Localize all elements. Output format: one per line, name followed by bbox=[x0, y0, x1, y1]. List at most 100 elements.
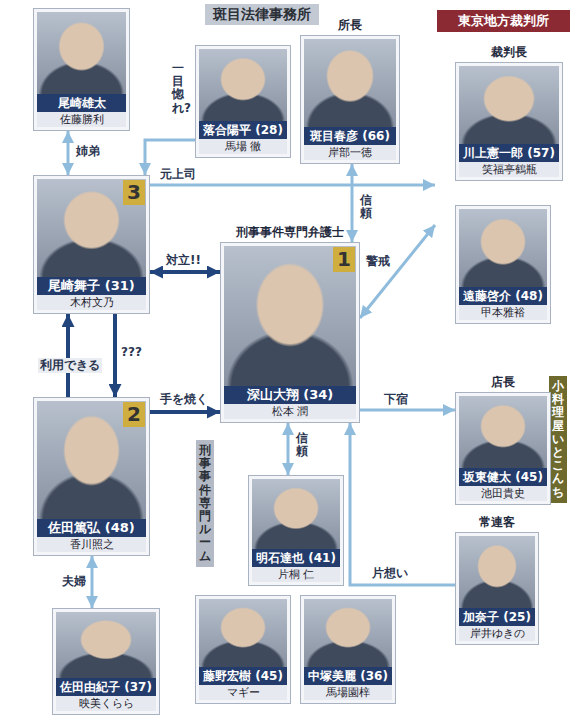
relation-arrow bbox=[150, 410, 220, 414]
portrait-photo bbox=[56, 612, 156, 678]
relation-label: 手を焼く bbox=[160, 392, 208, 407]
character-card: 藤野宏樹 (45) マギー bbox=[195, 595, 291, 704]
relation-arrow bbox=[113, 314, 117, 397]
character-name: 中塚美麗 (36) bbox=[308, 669, 388, 683]
actor-name: 木村文乃 bbox=[70, 296, 114, 309]
character-card: 3 尾崎舞子 (31) 木村文乃 bbox=[33, 175, 150, 314]
name-bar: 尾崎舞子 (31) bbox=[37, 277, 146, 295]
character-name: 落合陽平 (28) bbox=[203, 123, 283, 137]
character-card: 佐田由紀子 (37) 映美くらら bbox=[52, 608, 160, 715]
court-region: 東京地方裁判所裁判長川上憲一郎 (57)笑福亭鶴瓶遠藤啓介 (48) 甲本雅裕 bbox=[435, 8, 572, 345]
actor-name: 甲本雅裕 bbox=[481, 306, 525, 319]
character-name: 尾崎舞子 (31) bbox=[48, 278, 135, 293]
relation-arrow bbox=[150, 270, 220, 274]
relation-arrow bbox=[287, 423, 290, 475]
character-card: 遠藤啓介 (48) 甲本雅裕 bbox=[455, 205, 551, 324]
relation-arrow bbox=[66, 314, 70, 397]
callout-number: 2 bbox=[123, 402, 145, 427]
callout-number: 1 bbox=[333, 247, 355, 272]
actor-bar: 池田貴史 bbox=[459, 486, 547, 501]
portrait-photo bbox=[459, 536, 535, 608]
portrait-photo bbox=[459, 396, 547, 468]
actor-bar: 甲本雅裕 bbox=[459, 305, 547, 320]
character-card: 尾崎雄太佐藤勝利 bbox=[33, 8, 130, 131]
relation-label: 一目惚れ? bbox=[172, 62, 184, 115]
card-heading: 所長 bbox=[338, 17, 362, 34]
actor-name: 馬場園梓 bbox=[326, 686, 370, 699]
relation-label: 夫婦 bbox=[62, 574, 86, 589]
actor-name: 映美くらら bbox=[79, 697, 134, 710]
character-card: 常連客加奈子 (25)岸井ゆきの bbox=[455, 532, 539, 645]
actor-bar: 香川照之 bbox=[37, 537, 146, 552]
relation-label: 元上司 bbox=[160, 167, 196, 182]
card-heading: 店長 bbox=[491, 374, 515, 391]
character-name: 藤野宏樹 (45) bbox=[203, 669, 283, 683]
character-card: 刑事事件専門弁護士1深山大翔 (34)松本 潤 bbox=[220, 242, 360, 423]
relation-label: ??? bbox=[121, 345, 142, 360]
portrait-photo bbox=[252, 479, 340, 549]
character-name: 佐田由紀子 (37) bbox=[60, 680, 152, 694]
actor-name: 佐藤勝利 bbox=[60, 113, 104, 126]
relation-label: 警戒 bbox=[366, 254, 390, 269]
relation-label: 信頼 bbox=[296, 432, 308, 458]
name-bar: 遠藤啓介 (48) bbox=[459, 287, 547, 305]
callout-number: 3 bbox=[123, 180, 145, 205]
name-bar: 尾崎雄太 bbox=[37, 94, 126, 112]
region-shape bbox=[435, 8, 572, 345]
actor-bar: 映美くらら bbox=[56, 696, 156, 711]
actor-bar: 岸部一徳 bbox=[304, 145, 396, 160]
name-bar: 斑目春彦 (66) bbox=[304, 127, 396, 145]
relation-label: 信頼 bbox=[360, 194, 372, 220]
name-bar: 川上憲一郎 (57) bbox=[459, 144, 559, 162]
region-title: 刑事事件専門ルーム bbox=[196, 440, 214, 567]
portrait-photo bbox=[199, 49, 287, 121]
name-bar: 中塚美麗 (36) bbox=[304, 667, 392, 685]
card-heading: 裁判長 bbox=[491, 44, 527, 61]
portrait-photo bbox=[199, 599, 287, 667]
actor-name: 香川照之 bbox=[70, 538, 114, 551]
portrait-photo bbox=[459, 66, 559, 144]
actor-bar: 馬場園梓 bbox=[304, 685, 392, 700]
character-card: 2 佐田篤弘 (48)香川照之 bbox=[33, 397, 150, 556]
character-card: 落合陽平 (28) 馬場 徹 bbox=[195, 45, 291, 158]
portrait-photo bbox=[459, 209, 547, 287]
relation-label: 片想い bbox=[372, 566, 408, 581]
actor-name: 松本 潤 bbox=[272, 405, 309, 418]
region-title: 東京地方裁判所 bbox=[437, 10, 570, 32]
character-card: 中塚美麗 (36) 馬場園梓 bbox=[300, 595, 396, 704]
character-card: 明石達也 (41)片桐 仁 bbox=[248, 475, 344, 586]
region-title: 小料理屋いとこんち bbox=[549, 376, 567, 503]
relation-arrow bbox=[360, 409, 455, 412]
portrait-photo bbox=[304, 599, 392, 667]
character-card: 店長坂東健太 (45)池田貴史 bbox=[455, 392, 551, 505]
name-bar: 佐田篤弘 (48) bbox=[37, 519, 146, 537]
actor-name: 笑福亭鶴瓶 bbox=[482, 163, 537, 176]
relation-label: 姉弟 bbox=[76, 144, 100, 159]
name-bar: 坂東健太 (45) bbox=[459, 468, 547, 486]
region-shape bbox=[15, 0, 425, 718]
actor-name: 片桐 仁 bbox=[278, 568, 315, 581]
actor-name: マギー bbox=[227, 686, 260, 699]
name-bar: 落合陽平 (28) bbox=[199, 121, 287, 139]
name-bar: 佐田由紀子 (37) bbox=[56, 678, 156, 696]
character-name: 遠藤啓介 (48) bbox=[463, 289, 543, 303]
relation-arrow bbox=[360, 225, 435, 318]
character-name: 深山大翔 (34) bbox=[247, 387, 334, 402]
name-bar: 深山大翔 (34) bbox=[224, 386, 356, 404]
actor-bar: 佐藤勝利 bbox=[37, 112, 126, 127]
relation-label: 対立!! bbox=[166, 253, 201, 268]
card-heading: 刑事事件専門弁護士 bbox=[236, 224, 344, 241]
relation-arrow bbox=[91, 556, 94, 608]
portrait-photo bbox=[37, 12, 126, 94]
actor-name: 岸部一徳 bbox=[328, 146, 372, 159]
card-heading: 常連客 bbox=[479, 514, 515, 531]
region-shape bbox=[435, 360, 572, 662]
actor-bar: 馬場 徹 bbox=[199, 139, 287, 154]
character-name: 尾崎雄太 bbox=[58, 96, 106, 110]
relation-arrow bbox=[351, 164, 354, 242]
name-bar: 藤野宏樹 (45) bbox=[199, 667, 287, 685]
relation-label: 下宿 bbox=[384, 392, 408, 407]
character-name: 斑目春彦 (66) bbox=[310, 129, 390, 143]
region-title: 斑目法律事務所 bbox=[205, 4, 319, 25]
